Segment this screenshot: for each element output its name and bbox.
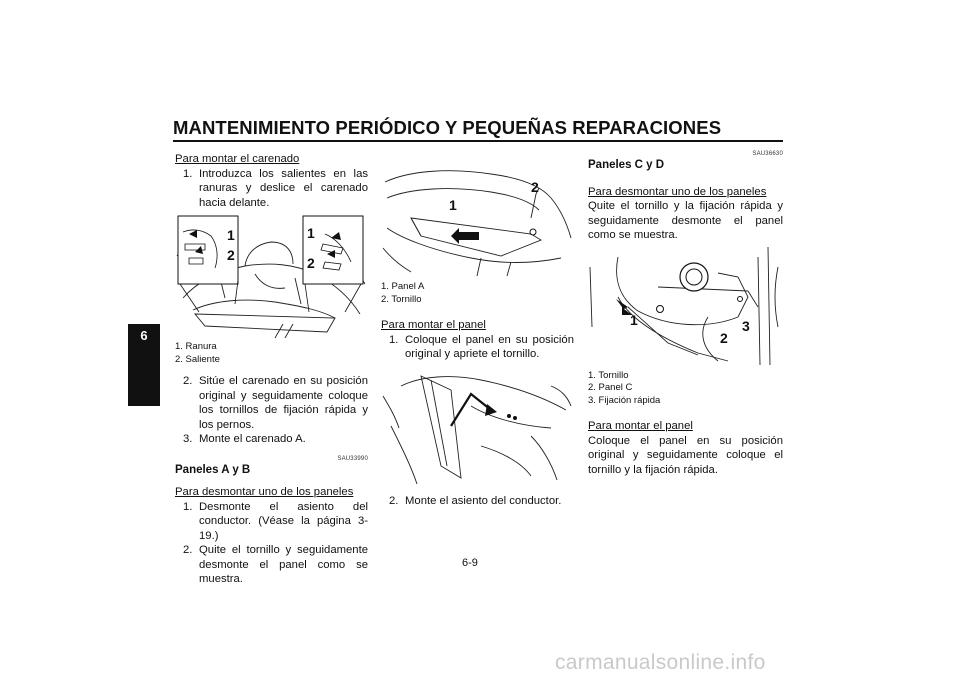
chapter-tab: 6 (128, 324, 160, 406)
reference-code: SAU33990 (337, 455, 368, 462)
callout-1-right: 1 (307, 225, 315, 241)
callout-1: 1 (630, 311, 638, 328)
subheading-mount-panel: Para montar el panel (588, 420, 693, 432)
figure-panel-install (381, 366, 574, 486)
section-title-panels-c-d: Paneles C y D (588, 159, 665, 171)
step-item: 1. Coloque el panel en su posición origi… (389, 333, 574, 362)
step-number: 1. (389, 333, 399, 346)
callout-2: 2 (531, 179, 539, 195)
step-item: 2. Sitúe el carenado en su posición orig… (183, 374, 368, 432)
panel-a-illustration (382, 170, 572, 277)
step-text: Monte el asiento del conductor. (405, 494, 562, 507)
callout-3: 3 (742, 317, 750, 334)
figure-panel-a: 1 2 (381, 158, 574, 278)
section-title-panels-a-b: Paneles A y B (175, 463, 251, 476)
column-middle: 1 2 1. Panel A 2. Tornillo Para montar e… (381, 158, 574, 508)
reference-code: SAU36630 (752, 151, 783, 157)
column-left: Para montar el carenado 1. Introduzca lo… (175, 152, 368, 587)
step-text: Introduzca los salientes en las ranuras … (199, 167, 368, 209)
callout-1-left: 1 (227, 227, 235, 243)
callout-2-left: 2 (227, 247, 235, 263)
legend-item: 2. Saliente (175, 353, 220, 365)
legend-item: 1. Ranura (175, 341, 217, 352)
figure-legend: 1. Tornillo 2. Panel C 3. Fijación rápid… (588, 370, 783, 408)
legend-item: 2. Panel C (588, 382, 633, 393)
fairing-illustration (176, 215, 366, 338)
legend-item: 1. Panel A (381, 281, 425, 292)
legend-item: 3. Fijación rápida (588, 394, 661, 406)
step-number: 2. (389, 494, 399, 507)
figure-legend: 1. Ranura 2. Saliente (175, 341, 368, 366)
step-text: Quite el tornillo y seguidamente desmont… (199, 544, 368, 585)
figure-legend: 1. Panel A 2. Tornillo (381, 281, 574, 306)
step-text: Sitúe el carenado en su posición origina… (199, 375, 368, 431)
paragraph: Coloque el panel en su posición original… (588, 434, 783, 476)
step-item: 2. Quite el tornillo y seguidamente desm… (183, 543, 368, 587)
step-number: 2. (183, 375, 193, 387)
step-text: Monte el carenado A. (199, 433, 306, 445)
subheading-mount-panel: Para montar el panel (381, 319, 486, 331)
panel-c-illustration (589, 246, 779, 365)
figure-panel-c: 1 2 3 (588, 246, 783, 367)
step-number: 3. (183, 433, 193, 445)
subheading-remove-panel: Para desmontar uno de los paneles (588, 185, 767, 198)
legend-item: 1. Tornillo (588, 369, 629, 381)
step-text: Coloque el panel en su posición original… (405, 333, 574, 361)
subheading-mount-fairing: Para montar el carenado (175, 153, 300, 165)
step-item: 3. Monte el carenado A. (183, 432, 368, 447)
watermark: carmanualsonline.info (555, 651, 766, 674)
step-item: 2. Monte el asiento del conductor. (389, 494, 574, 509)
step-item: 1. Introduzca los salientes en las ranur… (183, 167, 368, 211)
column-right: SAU36630 Paneles C y D Para desmontar un… (588, 150, 783, 477)
page-title: MANTENIMIENTO PERIÓDICO Y PEQUEÑAS REPAR… (173, 117, 783, 142)
step-number: 2. (183, 544, 193, 556)
callout-2: 2 (720, 329, 728, 346)
subheading-remove-panel: Para desmontar uno de los paneles (175, 486, 354, 498)
paragraph: Quite el tornillo y la fijación rápida y… (588, 200, 783, 241)
callout-2-right: 2 (307, 255, 315, 271)
callout-1: 1 (449, 197, 457, 213)
step-item: 1. Desmonte el asiento del conductor. (V… (183, 500, 368, 544)
page-number: 6-9 (462, 557, 478, 569)
panel-install-illustration (382, 374, 572, 484)
step-number: 1. (183, 167, 193, 180)
step-number: 1. (183, 500, 193, 513)
figure-fairing: 1 2 1 2 (175, 214, 368, 338)
legend-item: 2. Tornillo (381, 293, 422, 305)
step-text: Desmonte el asiento del conductor. (Véas… (199, 500, 368, 542)
